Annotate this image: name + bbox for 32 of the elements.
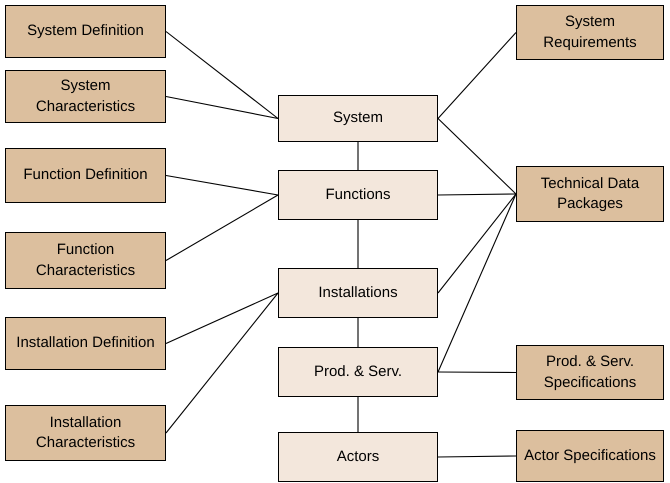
entity-box: System: [278, 95, 438, 142]
attribute-box: Function Definition: [5, 148, 166, 203]
entity-box: Functions: [278, 170, 438, 220]
attribute-box: System Requirements: [516, 5, 664, 60]
connector-line: [166, 174, 278, 196]
attribute-box: Prod. & Serv. Specifications: [516, 345, 664, 400]
connector-line: [166, 292, 278, 434]
connector-line: [438, 32, 516, 119]
attribute-box: Installation Definition: [5, 317, 166, 370]
attribute-box: Function Characteristics: [5, 232, 166, 289]
connector-line: [166, 96, 278, 120]
entity-box: Prod. & Serv.: [278, 347, 438, 397]
connector-line: [438, 371, 516, 374]
attribute-box: Technical Data Packages: [516, 166, 664, 222]
connector-line: [357, 142, 359, 170]
connector-line: [166, 194, 278, 261]
connector-line: [438, 455, 516, 458]
connector-line: [166, 292, 278, 344]
entity-box: Installations: [278, 268, 438, 318]
attribute-box: System Definition: [5, 5, 166, 58]
connector-line: [438, 194, 516, 294]
connector-line: [438, 194, 516, 372]
connector-line: [357, 220, 359, 268]
connector-line: [438, 118, 516, 194]
attribute-box: Installation Characteristics: [5, 405, 166, 461]
connector-line: [357, 318, 359, 347]
entity-box: Actors: [278, 432, 438, 482]
connector-line: [166, 31, 278, 119]
attribute-box: System Characteristics: [5, 70, 166, 123]
connector-line: [438, 193, 516, 196]
connector-line: [357, 397, 359, 432]
attribute-box: Actor Specifications: [516, 430, 664, 482]
